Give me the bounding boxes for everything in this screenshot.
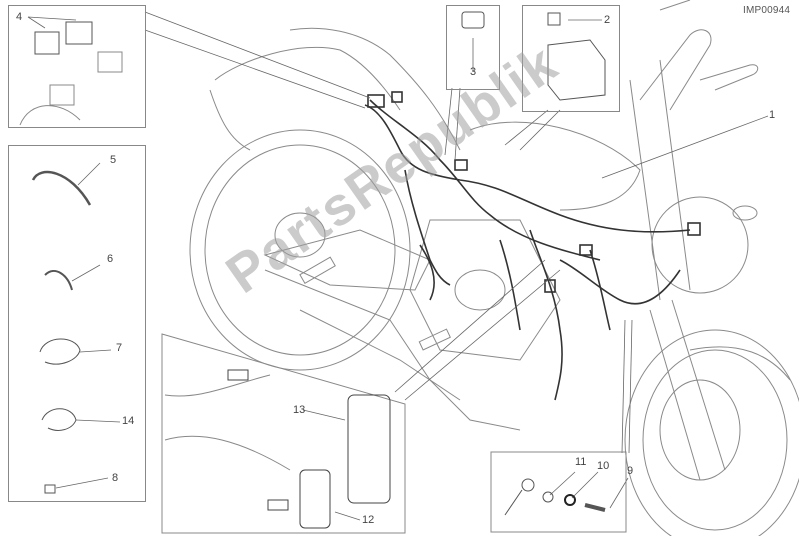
callout-4: 4	[16, 11, 23, 23]
callout-9: 9	[627, 465, 634, 477]
relay-detail-box	[8, 5, 146, 128]
callout-6: 6	[107, 253, 114, 265]
connector-cap-detail-box	[446, 5, 500, 90]
callout-2: 2	[604, 14, 611, 26]
callout-3: 3	[470, 66, 477, 78]
callout-12: 12	[362, 514, 375, 526]
callout-1: 1	[769, 109, 776, 121]
callout-5: 5	[110, 154, 117, 166]
image-code: IMP00944	[743, 5, 791, 16]
callout-11: 11	[575, 456, 587, 468]
clips-ties-detail-box	[8, 145, 146, 502]
callout-8: 8	[112, 472, 119, 484]
callout-14: 14	[122, 415, 135, 427]
callout-13: 13	[293, 404, 306, 416]
fuse-box-detail-box	[522, 5, 620, 112]
callout-7: 7	[116, 342, 123, 354]
callout-10: 10	[597, 460, 610, 472]
